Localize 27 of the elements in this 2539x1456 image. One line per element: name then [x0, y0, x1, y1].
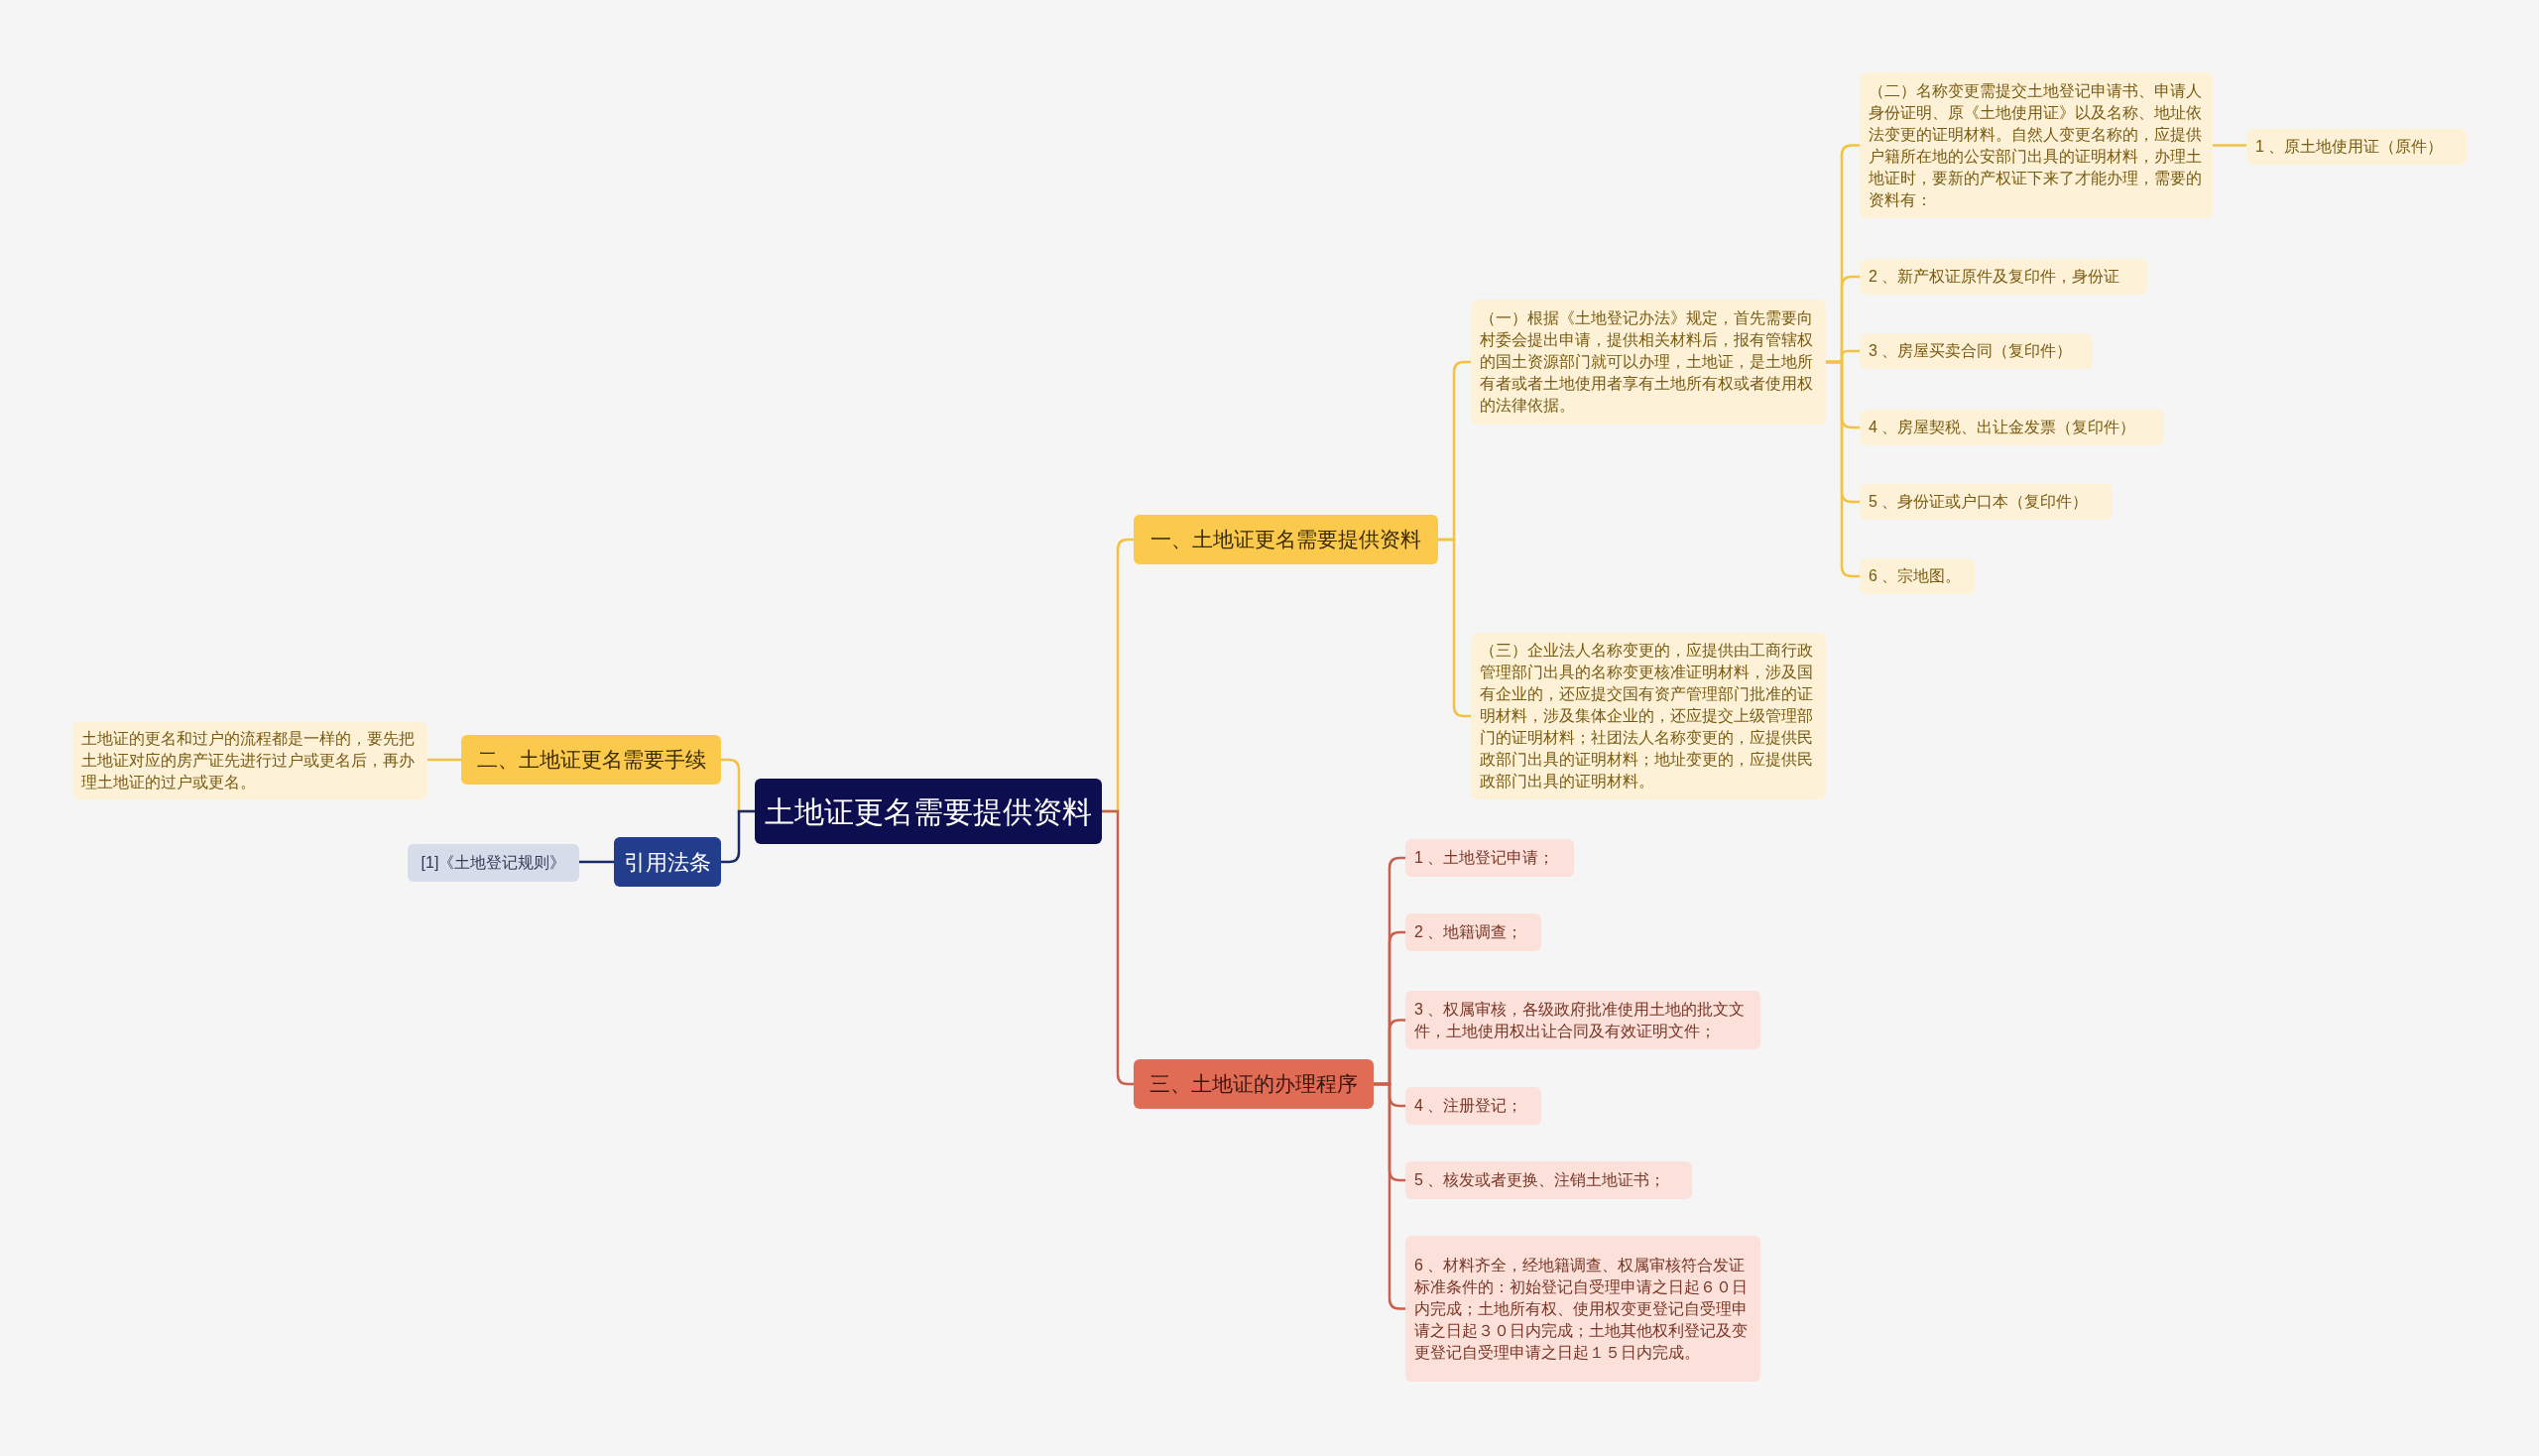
subtopic-card: 5 、核发或者更换、注销土地证书；	[1405, 1161, 1692, 1199]
subtopic-card: 2 、地籍调查；	[1405, 913, 1541, 951]
connector-line	[579, 860, 614, 864]
subtopic-card: 5 、身份证或户口本（复印件）	[1860, 484, 2113, 520]
subtopic-card: （三）企业法人名称变更的，应提供由工商行政管理部门出具的名称变更核准证明材料，涉及国有企业的，还应提交国有资产管理部门批准的证明材料，涉及集体企业的，还应提交上级管理部门的证明材料；社团法人名称变更的，应提供民政部门出具的证明材料；地址变更的，应提供民政部门出具的证明材料。	[1471, 633, 1826, 799]
subtopic-card: 3 、房屋买卖合同（复印件）	[1860, 333, 2093, 369]
subtopic-card: 4 、房屋契税、出让金发票（复印件）	[1860, 410, 2164, 445]
branch-topic: 三、土地证的办理程序	[1134, 1059, 1374, 1109]
subtopic-card: 6 、宗地图。	[1860, 558, 1975, 594]
subtopic-card: 1 、土地登记申请；	[1405, 839, 1574, 877]
branch-topic: 引用法条	[614, 837, 721, 887]
connector-line	[1826, 360, 1860, 578]
connector-line	[2213, 144, 2246, 147]
subtopic-card: 6 、材料齐全，经地籍调查、权属审核符合发证标准条件的：初始登记自受理申请之日起６０日内完成；土地所有权、使用权变更登记自受理申请之日起３０日内完成；土地其他权利登记及变更登记自受理申请之日起１５日内完成。	[1405, 1236, 1760, 1382]
subtopic-card: 2 、新产权证原件及复印件，身份证	[1860, 259, 2147, 295]
subtopic-card: 3 、权属审核，各级政府批准使用土地的批文文件，土地使用权出让合同及有效证明文件；	[1405, 991, 1760, 1049]
subtopic-card: [1]《土地登记规则》	[408, 844, 579, 882]
connector-line	[721, 809, 755, 864]
connector-line	[427, 758, 461, 762]
branch-topic: 二、土地证更名需要手续	[461, 735, 721, 785]
subtopic-card: （二）名称变更需提交土地登记申请书、申请人身份证明、原《土地使用证》以及名称、地址依法变更的证明材料。自然人变更名称的，应提供户籍所在地的公安部门出具的证明材料，办理土地证时，要新的产权证下来了才能办理，需要的资料有：	[1860, 72, 2213, 218]
subtopic-card: 4 、注册登记；	[1405, 1087, 1541, 1125]
central-topic: 土地证更名需要提供资料	[755, 779, 1102, 844]
subtopic-card: 1 、原土地使用证（原件）	[2246, 129, 2467, 165]
branch-topic: 一、土地证更名需要提供资料	[1134, 515, 1438, 564]
subtopic-card: （一）根据《土地登记办法》规定，首先需要向村委会提出申请，提供相关材料后，报有管辖权的国土资源部门就可以办理，土地证，是土地所有者或者土地使用者享有土地所有权或者使用权的法律依据。	[1471, 300, 1826, 425]
subtopic-card: 土地证的更名和过户的流程都是一样的，要先把土地证对应的房产证先进行过户或更名后，再办理土地证的过户或更名。	[72, 722, 427, 799]
